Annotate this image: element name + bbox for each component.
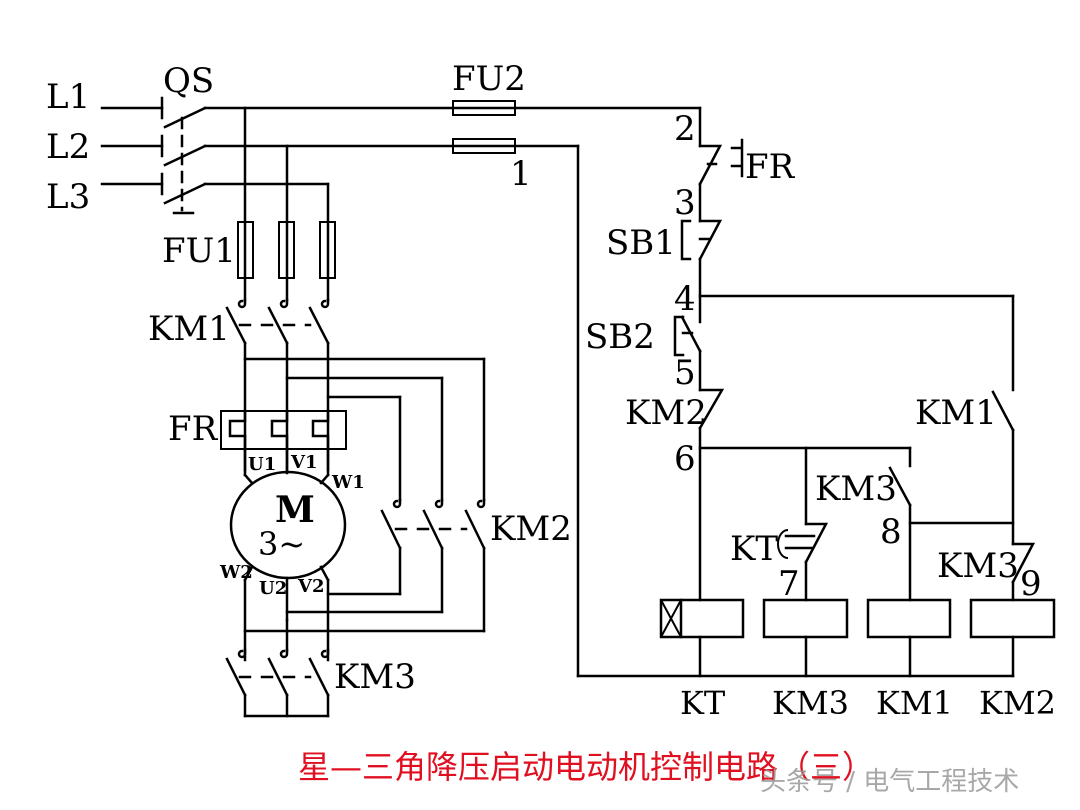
coil-label-km2: KM2 [979,684,1056,722]
km3-nc-contact [1011,542,1036,602]
km3-main-label: KM3 [334,657,416,697]
diagram-title: 星—三角降压启动电动机控制电路（三） [298,748,874,786]
sb2-label: SB2 [585,317,655,357]
coil-label-km3: KM3 [772,684,849,722]
km3-no-contact [888,466,1015,602]
km1-main-contacts [225,298,330,472]
node-5: 5 [674,353,696,393]
km3-no-label: KM3 [815,469,897,509]
kt-timed-contact [777,446,829,602]
coil-label-km1: KM1 [876,684,953,722]
terminal-v2: V2 [297,576,325,597]
terminal-u2: U2 [259,578,287,599]
motor-phase-label: 3~ [258,525,305,563]
line-label-l1: L1 [46,77,90,117]
coil-km3 [762,598,849,678]
node-4: 4 [674,279,696,319]
fu1-label: FU1 [162,231,236,271]
node-3: 3 [674,183,696,223]
qs-label: QS [163,61,214,101]
coil-label-kt: KT [680,684,726,722]
node-7: 7 [778,564,800,604]
coil-km2 [969,598,1056,678]
power-bus [203,106,702,302]
watermark: 头条号 / 电气工程技术 [760,767,1019,797]
fr-thermal-element [220,409,347,451]
fu2-label: FU2 [452,59,526,99]
km2-nc-label: KM2 [625,393,707,433]
node-6: 6 [674,439,696,479]
coil-km1 [866,598,952,678]
km1-hold-contact [991,390,1015,546]
line-label-l2: L2 [46,127,90,167]
sb1-label: SB1 [606,223,676,263]
terminal-v1: V1 [290,452,318,473]
km3-main-contacts [225,618,330,718]
node-2: 2 [674,109,696,149]
motor [229,447,347,662]
km3-nc-label: KM3 [937,546,1019,586]
km2-main-contacts [243,498,486,633]
km2-main-label: KM2 [490,509,572,549]
control-main-branch [673,106,1015,602]
fu2-fuses [452,100,516,154]
fu1-fuses [237,221,336,279]
kt-contact-label: KT [730,529,778,569]
km1-hold-label: KM1 [915,393,997,433]
terminal-w2: W2 [219,562,253,583]
terminal-w1: W1 [331,472,365,493]
coil-kt [659,598,745,678]
fr-contact-label: FR [745,147,796,187]
node-8: 8 [880,512,902,552]
km2-upper-wiring [243,357,486,502]
fr-thermal-label: FR [168,409,219,449]
node-9: 9 [1020,564,1042,604]
node-1: 1 [510,154,532,194]
terminal-u1: U1 [248,454,276,475]
line-label-l3: L3 [46,177,90,217]
motor-label: M [275,489,315,531]
km1-main-label: KM1 [148,309,230,349]
qs-switch [100,96,207,215]
